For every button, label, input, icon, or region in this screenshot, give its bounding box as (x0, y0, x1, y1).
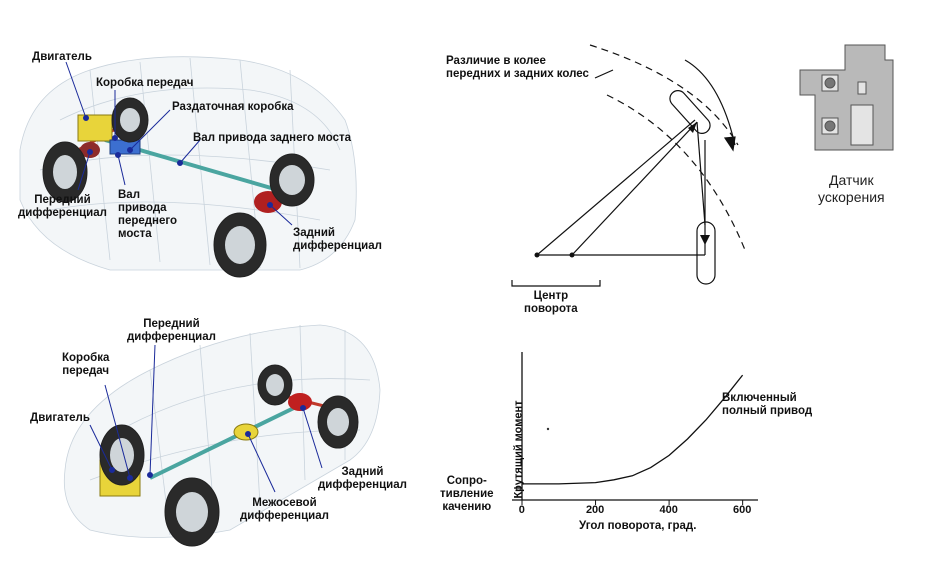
rolling-resistance-line3: качению (442, 501, 492, 513)
series-label-line1: Включенный (722, 392, 797, 404)
car2-gearbox-line1: Коробка (62, 352, 110, 364)
car1-front-shaft-label: Вал привода переднего моста (118, 189, 177, 241)
series-label-line2: полный привод (722, 405, 813, 417)
rolling-resistance-line1: Сопро- (446, 475, 487, 487)
chart-xlabel: Угол поворота, град. (579, 520, 697, 532)
x-tick-label-400: 400 (659, 504, 678, 516)
car1-front-diff-line2: дифференциал (18, 207, 107, 219)
turn-center-label: Центр поворота (524, 290, 578, 316)
car1-gearbox-label: Коробка передач (96, 77, 194, 89)
stray-dot (546, 427, 550, 431)
x-tick-label-0: 0 (518, 504, 525, 516)
car2-front-diff-line1: Передний (143, 318, 200, 330)
car2-rear-diff-line2: дифференциал (318, 479, 407, 491)
chart-ylabel: Крутящий момент (512, 400, 525, 499)
car1-front-shaft-line3: переднего (118, 215, 178, 227)
car1-rear-diff-line2: дифференциал (293, 240, 382, 252)
car2-center-diff-line1: Межосевой (252, 497, 317, 509)
car1-transfer-case-label: Раздаточная коробка (172, 101, 294, 113)
track-difference-line1: Различие в колее (446, 55, 546, 67)
car1-front-shaft-line2: привода (118, 202, 167, 214)
series-line-awd (522, 374, 744, 485)
car1-rear-shaft-label: Вал привода заднего моста (193, 132, 352, 144)
x-tick-label-600: 600 (733, 504, 752, 516)
car2-rear-diff-label: Задний дифференциал (318, 466, 407, 492)
track-difference-label: Различие в колее передних и задних колес (446, 55, 589, 81)
car2-engine-label: Двигатель (30, 412, 90, 424)
car2-front-diff-label: Передний дифференциал (127, 318, 216, 344)
car2-rear-diff-line1: Задний (341, 466, 384, 478)
car1-rear-diff-label: Задний дифференциал (293, 227, 382, 253)
turn-center-line1: Центр (533, 290, 569, 302)
car2-gearbox-label: Коробка передач (62, 352, 109, 378)
rolling-resistance-line2: тивление (440, 488, 494, 500)
car1-rear-diff-line1: Задний (293, 227, 335, 239)
car2-gearbox-line2: передач (62, 365, 110, 377)
car1-front-shaft-line1: Вал (118, 189, 141, 201)
chart-axes (512, 352, 758, 501)
car1-front-diff-label: Передний дифференциал (18, 194, 107, 220)
track-difference-line2: передних и задних колес (446, 68, 589, 80)
car2-center-diff-label: Межосевой дифференциал (240, 497, 329, 523)
acceleration-sensor-label: Датчик ускорения (818, 172, 885, 206)
car1-front-shaft-line4: моста (118, 228, 152, 240)
car2-center-diff-line2: дифференциал (240, 510, 329, 522)
car1-engine-label: Двигатель (32, 51, 92, 63)
rolling-resistance-label: Сопро- тивление качению (440, 475, 494, 514)
car2-front-diff-line2: дифференциал (127, 331, 216, 343)
series-label-awd: Включенный полный привод (722, 392, 812, 418)
sensor-line2: ускорения (818, 189, 885, 205)
car1-front-diff-line1: Передний (34, 194, 91, 206)
sensor-line1: Датчик (829, 172, 874, 188)
chart-ticks (521, 500, 744, 505)
turn-center-line2: поворота (524, 303, 578, 315)
x-tick-label-200: 200 (585, 504, 605, 516)
